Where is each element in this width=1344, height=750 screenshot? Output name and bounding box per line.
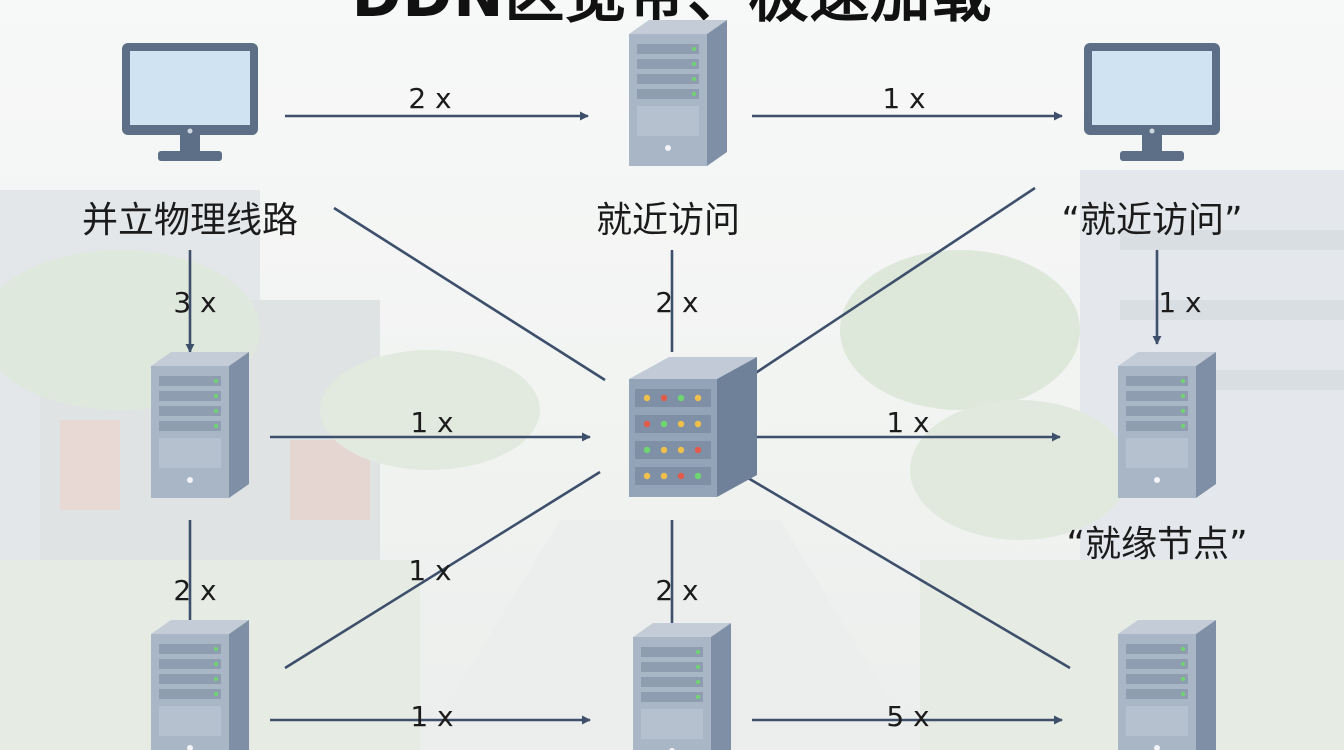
edge-label: 1 x [410, 406, 453, 439]
edge-label: 2 x [408, 82, 451, 115]
edge-tl-hub [333, 206, 606, 382]
edge-label: 2 x [173, 574, 216, 607]
edge-label: 3 x [173, 286, 216, 319]
server-icon [151, 352, 249, 498]
node-bc [633, 623, 731, 750]
server-icon [151, 620, 249, 750]
edge-label: 1 x [408, 554, 451, 587]
server-icon [629, 20, 727, 166]
edge-hub-br [747, 476, 1071, 670]
node-label: “就缘节点” [1066, 524, 1247, 565]
edge-label: 1 x [1158, 286, 1201, 319]
server-icon [633, 623, 731, 750]
node-label: 并立物理线路 [82, 200, 298, 241]
switch-hub-icon [629, 357, 757, 497]
edge-label: 2 x [655, 574, 698, 607]
node-tc: 就近访问 [596, 20, 740, 241]
monitor-icon [122, 43, 258, 161]
node-label: “就近访问” [1061, 200, 1242, 241]
node-layer: 并立物理线路 就近访问 “就近访问” “就缘节点” [82, 20, 1248, 750]
edge-label: 1 x [886, 406, 929, 439]
node-tr: “就近访问” [1061, 43, 1243, 241]
edge-label: 2 x [655, 286, 698, 319]
edge-label: 5 x [886, 700, 929, 733]
node-label: 就近访问 [596, 200, 740, 241]
edge-layer: 2 x 1 x 3 x 2 x 1 x 1 x 1 x 2 x 2 x 1 x 5 x 1 x [173, 82, 1201, 733]
server-icon [1118, 352, 1216, 498]
edge-label: 1 x [410, 700, 453, 733]
edge-bl-hub [284, 470, 601, 670]
node-bl [151, 620, 249, 750]
node-ml [151, 352, 249, 498]
node-hub [629, 357, 757, 497]
edge-tr-hub [744, 186, 1036, 382]
server-icon [1118, 620, 1216, 750]
node-tl: 并立物理线路 [82, 43, 298, 241]
monitor-icon [1084, 43, 1220, 161]
node-br [1118, 620, 1216, 750]
node-mr: “就缘节点” [1066, 352, 1248, 565]
edge-label: 1 x [882, 82, 925, 115]
